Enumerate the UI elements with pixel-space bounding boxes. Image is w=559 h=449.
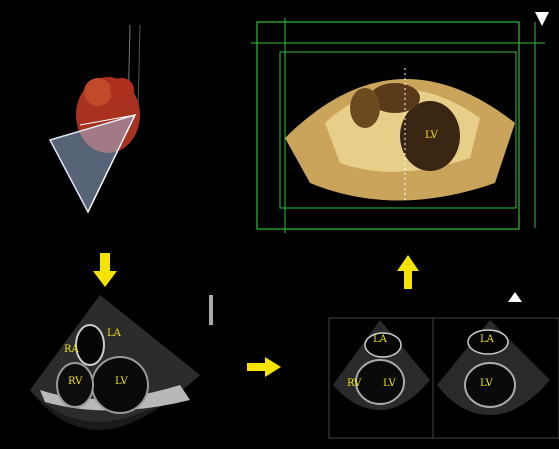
right-right-la-label: LA: [480, 334, 494, 345]
echo-2d-left-panel: RA LA RV LV: [0, 290, 220, 449]
arrow-right-icon: [247, 357, 281, 377]
echo-2d-right-panels: LA RV LV LA LV: [325, 290, 559, 449]
3d-volume-panel: LV: [245, 8, 559, 238]
left-ra-label: RA: [64, 344, 79, 355]
left-rv-label: RV: [68, 376, 82, 387]
right-left-la-label: LA: [373, 334, 387, 345]
arrow-down-icon: [93, 253, 117, 287]
heart-illustration: [40, 20, 160, 220]
volume-lv-label: LV: [425, 130, 438, 141]
arrow-up-icon: [397, 255, 419, 289]
right-right-lv-label: LV: [480, 378, 493, 389]
left-lv-label: LV: [115, 376, 128, 387]
right-left-rv-label: RV: [347, 378, 361, 389]
left-la-label: LA: [107, 328, 121, 339]
right-left-lv-label: LV: [383, 378, 396, 389]
